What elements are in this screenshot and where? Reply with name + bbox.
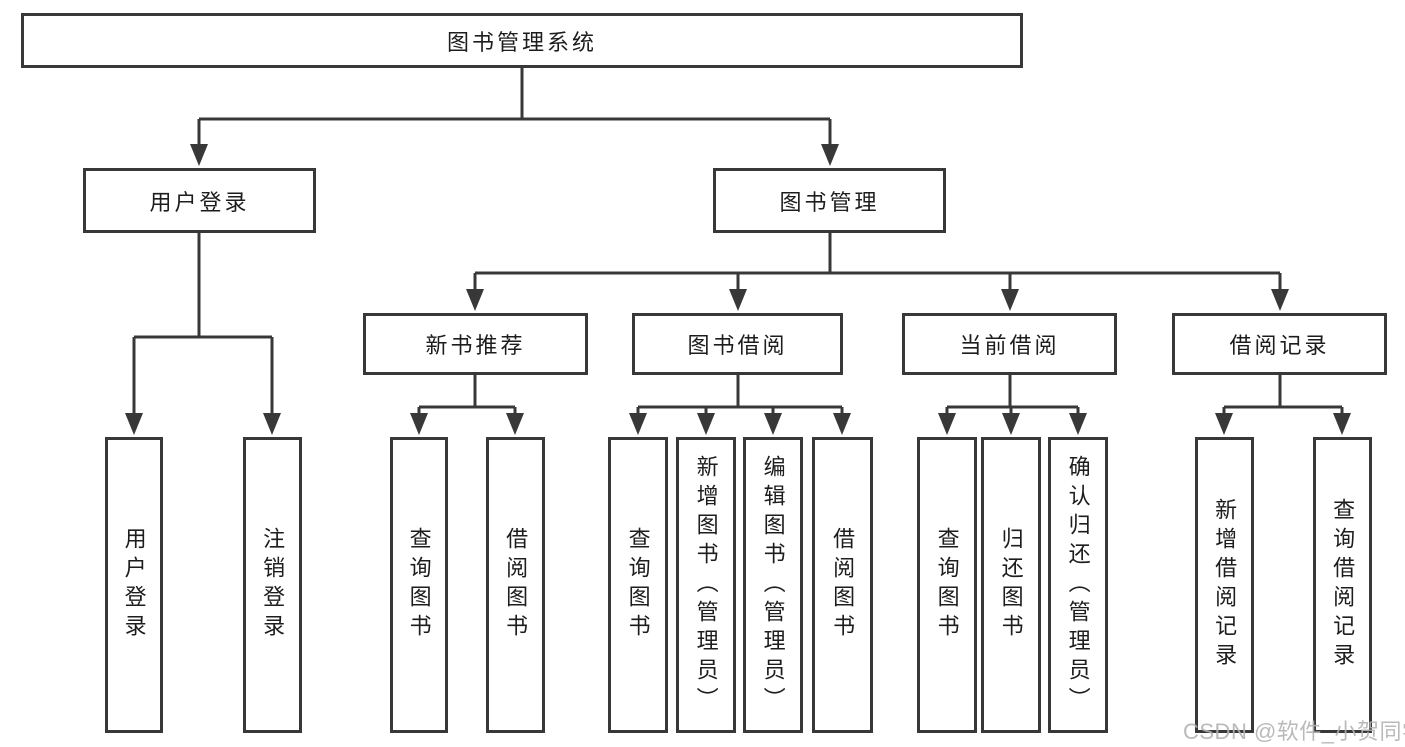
node-library-system: 图书管理系统: [21, 13, 1023, 68]
arrowheads: [125, 144, 1351, 435]
node-label: 图书借阅: [687, 333, 788, 358]
node-new-book-recommend: 新书推荐: [363, 313, 588, 375]
leaf-query-books-current: 查询图书: [917, 437, 977, 733]
node-label: 借阅图书: [830, 527, 856, 643]
node-label: 借阅记录: [1229, 333, 1330, 358]
node-label: 查询图书: [406, 527, 432, 643]
leaf-query-books-recommend: 查询图书: [390, 437, 448, 733]
node-label: 借阅图书: [503, 527, 529, 643]
node-label: 查询图书: [934, 527, 960, 643]
node-label: 用户登录: [121, 527, 147, 643]
leaf-user-login: 用户登录: [105, 437, 163, 733]
node-label: 归还图书: [998, 527, 1024, 643]
node-label: 用户登录: [149, 189, 250, 215]
node-label: 注销登录: [260, 527, 286, 643]
node-label: 查询借阅记录: [1330, 498, 1356, 672]
leaf-edit-books-admin: 编辑图书（管理员）: [743, 437, 803, 733]
csdn-watermark: CSDN @软件_小贺同学: [1183, 719, 1405, 744]
node-user-login: 用户登录: [83, 168, 316, 233]
node-book-borrow: 图书借阅: [632, 313, 843, 375]
leaf-query-borrow-record: 查询借阅记录: [1313, 437, 1372, 733]
node-book-management: 图书管理: [713, 168, 946, 233]
leaf-add-books-admin: 新增图书（管理员）: [676, 437, 736, 733]
node-label: 查询图书: [625, 527, 651, 643]
leaf-return-books: 归还图书: [981, 437, 1041, 733]
leaf-confirm-return-admin: 确认归还（管理员）: [1048, 437, 1108, 733]
leaf-borrow-books-borrow: 借阅图书: [812, 437, 873, 733]
node-label: 新书推荐: [425, 333, 526, 358]
leaf-borrow-books-recommend: 借阅图书: [486, 437, 545, 733]
node-label: 图书管理系统: [446, 29, 597, 55]
node-label: 新增借阅记录: [1212, 498, 1238, 672]
node-current-borrow: 当前借阅: [902, 313, 1117, 375]
node-borrow-records: 借阅记录: [1172, 313, 1387, 375]
leaf-query-books-borrow: 查询图书: [608, 437, 668, 733]
node-label: 编辑图书（管理员）: [760, 454, 786, 716]
node-label: 新增图书（管理员）: [693, 454, 719, 716]
node-label: 确认归还（管理员）: [1065, 454, 1091, 716]
leaf-logout-login: 注销登录: [243, 437, 302, 733]
node-label: 当前借阅: [959, 333, 1060, 358]
leaf-add-borrow-record: 新增借阅记录: [1195, 437, 1254, 733]
node-label: 图书管理: [779, 189, 880, 215]
